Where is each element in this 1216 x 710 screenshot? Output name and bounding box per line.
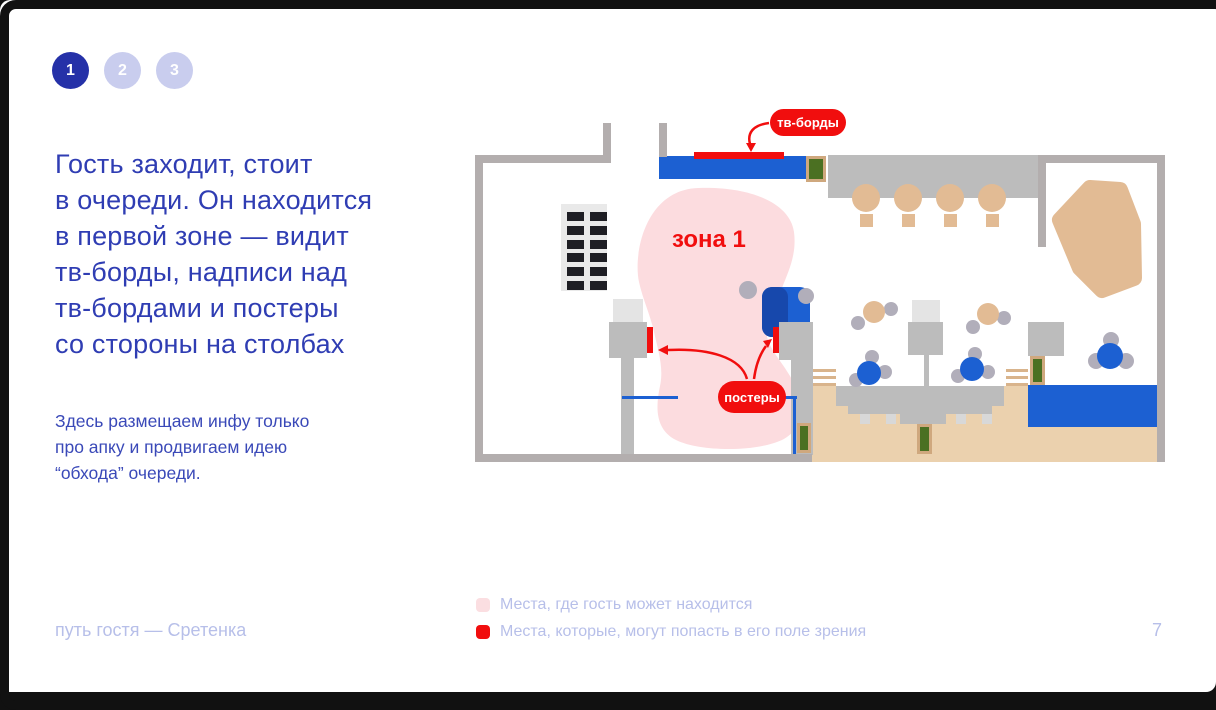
long-table-base xyxy=(900,406,946,424)
heading-line: в очереди. Он находится xyxy=(55,185,373,215)
side-table xyxy=(1028,322,1064,356)
host-stand-stem xyxy=(924,355,929,388)
stool xyxy=(894,184,922,212)
stool xyxy=(852,184,880,212)
note-line: про апку и продвигаем идею xyxy=(55,437,288,457)
step-indicator-2[interactable]: 2 xyxy=(104,52,141,89)
note-line: “обхода” очереди. xyxy=(55,463,201,483)
stool xyxy=(978,184,1006,212)
guest-dot xyxy=(739,281,757,299)
callout-posters: постеры xyxy=(718,381,786,413)
heading-line: тв-борды, надписи над xyxy=(55,257,348,287)
table-leg xyxy=(956,410,966,424)
tv-counter xyxy=(659,156,806,179)
heading-line: в первой зоне — видит xyxy=(55,221,349,251)
wall-entry-right xyxy=(659,123,667,157)
tv-boards-strip xyxy=(694,152,784,159)
arrow-posters-right xyxy=(752,345,768,380)
zone-label: зона 1 xyxy=(672,226,746,253)
plant xyxy=(797,423,811,453)
chair-back xyxy=(878,365,892,379)
legend-label: Места, где гость может находится xyxy=(500,596,753,613)
column-stem xyxy=(621,358,634,455)
wall-top-left xyxy=(475,155,611,163)
slide-note: Здесь размещаем инфу только про апку и п… xyxy=(55,408,309,486)
stool xyxy=(936,184,964,212)
chair-blue xyxy=(960,357,984,381)
chair-back xyxy=(997,311,1011,325)
chair-back xyxy=(865,350,879,364)
legend-label: Места, которые, могут попасть в его поле… xyxy=(500,623,867,640)
step-indicator-1[interactable]: 1 xyxy=(52,52,89,89)
arrow-tv xyxy=(748,121,770,145)
plant xyxy=(1030,356,1045,385)
stool-foot xyxy=(860,214,873,227)
locker-shelf xyxy=(561,204,607,291)
legend-row-visible: Места, которые, могут попасть в его поле… xyxy=(476,623,866,641)
arrow-posters-left xyxy=(667,348,749,380)
wall-right xyxy=(1157,155,1165,462)
callout-tv-boards: тв-борды xyxy=(770,109,846,136)
wall-interior xyxy=(1038,155,1046,247)
legend-swatch-pink xyxy=(476,598,490,612)
slide: 1 2 3 Гость заходит, стоит в очереди. Он… xyxy=(0,0,1216,692)
column-top xyxy=(613,299,643,322)
wall-bottom xyxy=(475,454,812,462)
note-line: Здесь размещаем инфу только xyxy=(55,411,310,431)
poster-strip-right xyxy=(773,327,779,353)
queue-line xyxy=(622,396,678,399)
legend-row-zone: Места, где гость может находится xyxy=(476,596,752,614)
plant xyxy=(917,424,932,454)
poster-column-right xyxy=(779,322,813,360)
communal-table xyxy=(1052,180,1142,298)
host-stand xyxy=(908,322,943,355)
long-table xyxy=(836,386,1004,406)
stool-foot xyxy=(986,214,999,227)
table-leg xyxy=(886,410,896,424)
step-label: 2 xyxy=(118,61,127,79)
chair-back xyxy=(798,288,814,304)
arrowhead xyxy=(763,339,772,348)
chair-tan xyxy=(863,301,885,323)
table-leg xyxy=(860,410,870,424)
heading-line: тв-бордами и постеры xyxy=(55,293,339,323)
step-label: 3 xyxy=(170,61,179,79)
queue-line xyxy=(793,396,796,455)
wall-left xyxy=(475,155,483,462)
slide-heading: Гость заходит, стоит в очереди. Он наход… xyxy=(55,146,372,362)
chair-back xyxy=(981,365,995,379)
floor-steps-right xyxy=(1006,369,1028,386)
wall-top-right xyxy=(1040,155,1165,163)
floor-steps-left xyxy=(812,369,836,386)
poster-column-left xyxy=(609,322,647,358)
chair-back xyxy=(851,316,865,330)
table-leg xyxy=(982,410,992,424)
wall-entry-left xyxy=(603,123,611,163)
stool-foot xyxy=(902,214,915,227)
page-number: 7 xyxy=(1151,620,1162,640)
host-stand-top xyxy=(912,300,940,322)
chair-back xyxy=(966,320,980,334)
chair-blue xyxy=(1097,343,1123,369)
plan-arrows xyxy=(658,121,772,380)
heading-line: Гость заходит, стоит xyxy=(55,149,313,179)
plant xyxy=(806,156,826,182)
heading-line: со стороны на столбах xyxy=(55,329,345,359)
chair-back xyxy=(884,302,898,316)
legend-swatch-red xyxy=(476,625,490,639)
chair-blue xyxy=(857,361,881,385)
bench-blue xyxy=(1028,385,1157,427)
floor-plan: зона 1 тв-борды постеры xyxy=(475,109,1165,462)
poster-strip-left xyxy=(647,327,653,353)
step-label: 1 xyxy=(66,61,75,79)
arrowhead xyxy=(746,143,756,152)
chair-tan xyxy=(977,303,999,325)
step-indicator-3[interactable]: 3 xyxy=(156,52,193,89)
arrowhead xyxy=(658,345,668,355)
footer-title: путь гостя — Сретенка xyxy=(55,620,247,640)
stool-foot xyxy=(944,214,957,227)
